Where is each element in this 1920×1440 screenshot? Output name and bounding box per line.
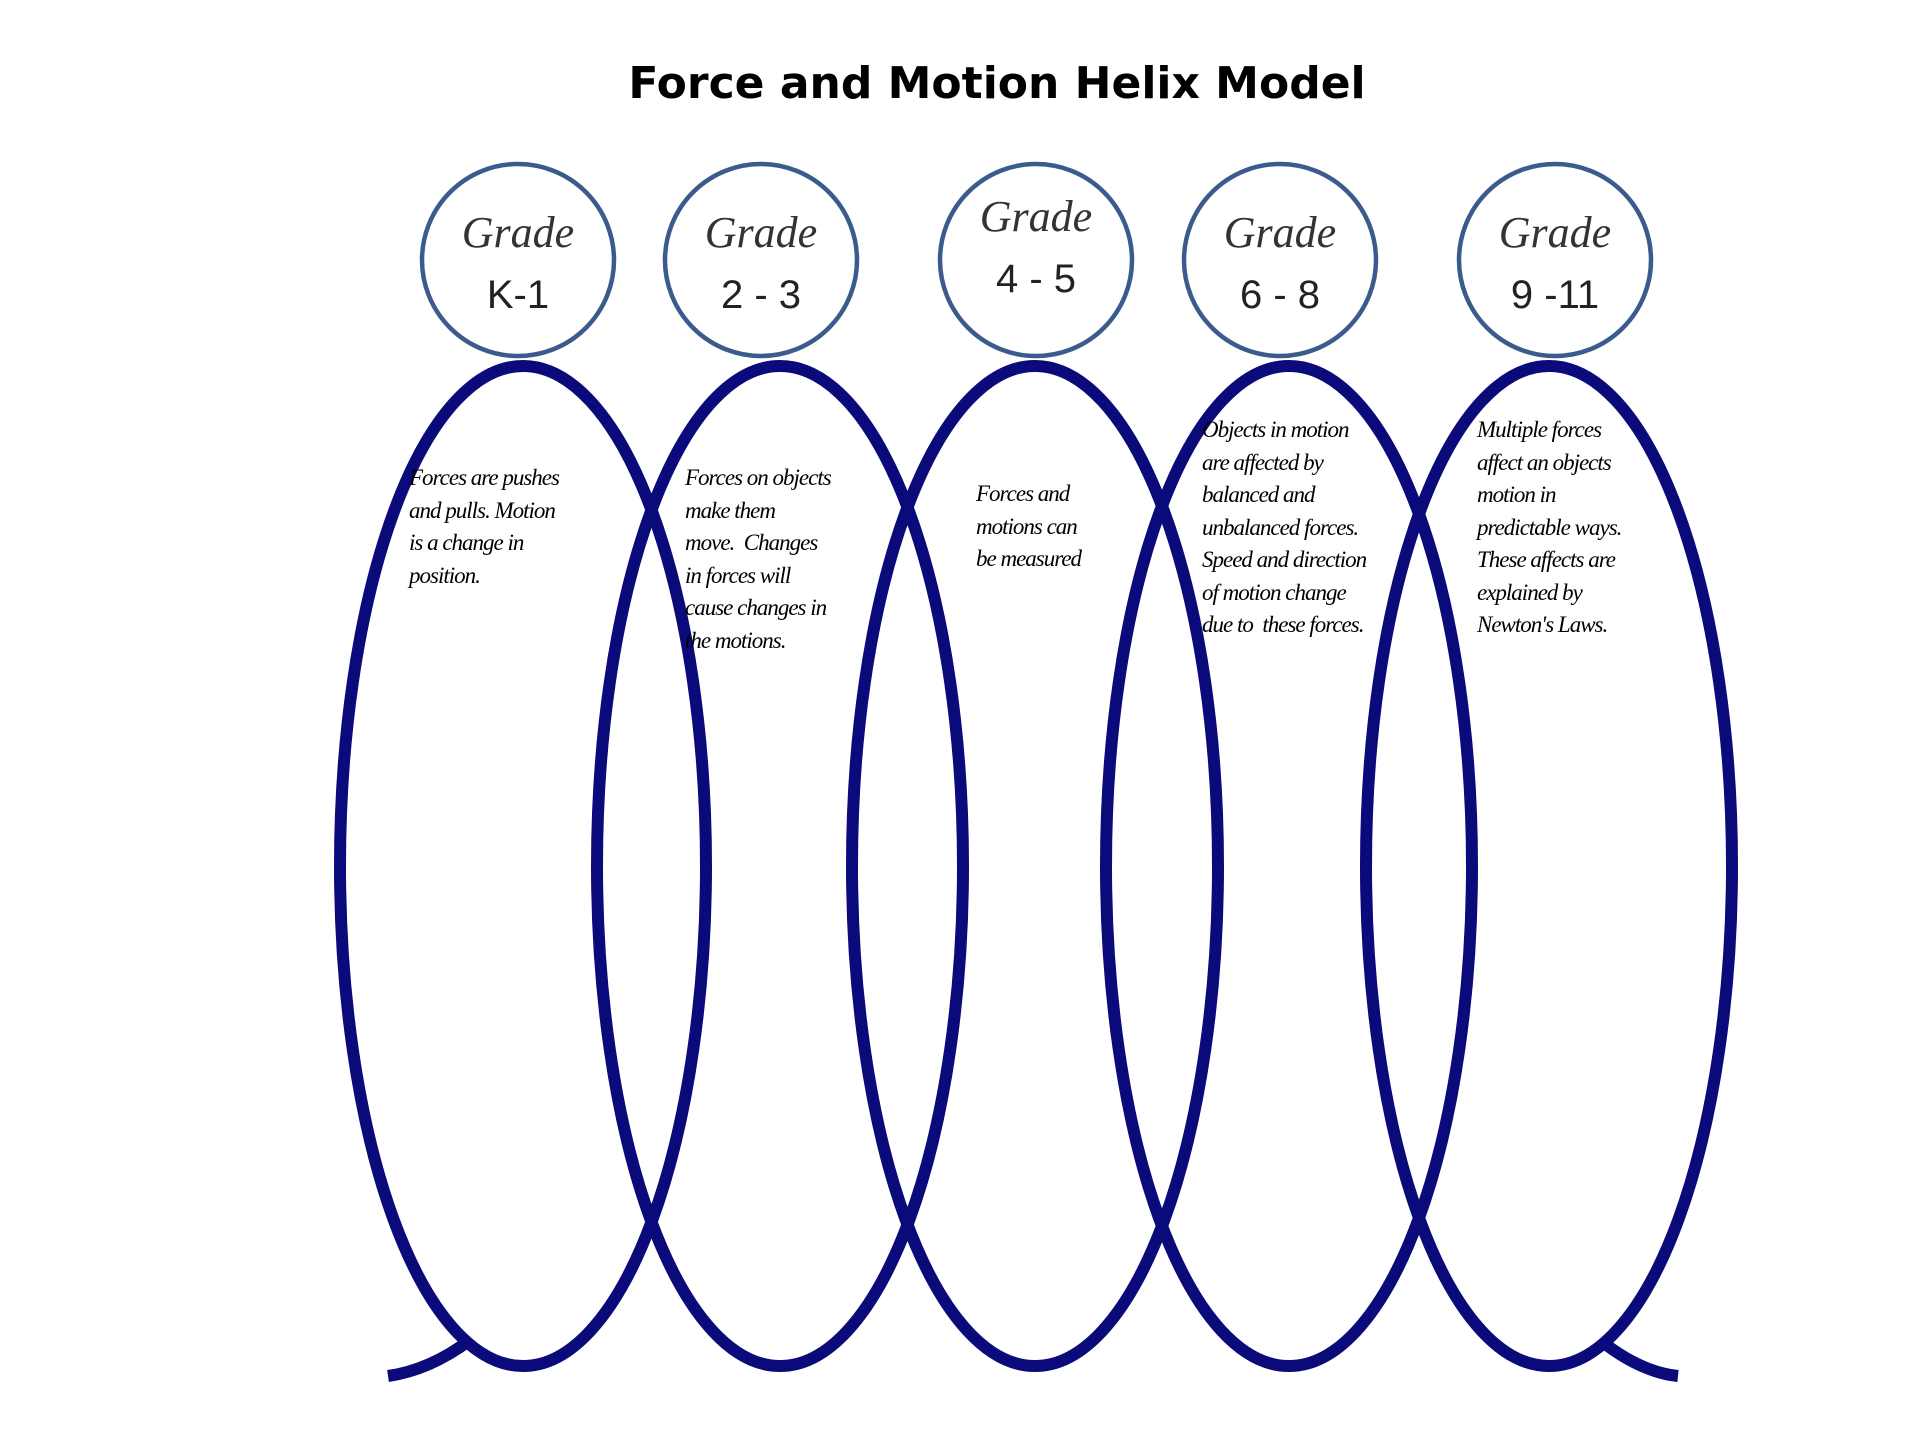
- grade-range: 6 - 8: [1239, 273, 1321, 317]
- grade-range: 9 -11: [1510, 273, 1600, 317]
- grade-label: Grade: [461, 208, 575, 257]
- grade-range: 4 - 5: [995, 257, 1077, 301]
- helix-loop-3: [846, 360, 1224, 1372]
- helix-tail-left: [387, 1335, 474, 1382]
- description-4-5: Forces and motions can be measured: [976, 481, 1082, 571]
- description-6-8: Objects in motion are affected by balanc…: [1202, 417, 1367, 637]
- grade-circle-5: [1456, 161, 1654, 359]
- grade-label: Grade: [1498, 208, 1612, 257]
- grade-label: Grade: [704, 208, 818, 257]
- helix-loop-5: [1360, 360, 1738, 1372]
- grade-badge-2-3: Grade 2 - 3: [664, 163, 858, 357]
- helix-loop-2: [591, 360, 969, 1372]
- diagram-title: Force and Motion Helix Model: [628, 58, 1366, 109]
- grade-label: Grade: [1223, 208, 1337, 257]
- grade-circle-4: [1181, 161, 1379, 359]
- grade-badge-9-11: Grade 9 -11: [1458, 163, 1652, 357]
- grade-label: Grade: [979, 192, 1093, 241]
- grade-circle-1: [419, 161, 617, 359]
- grade-circle-3: [937, 161, 1135, 359]
- description-9-11: Multiple forces affect an objects motion…: [1477, 417, 1622, 637]
- grade-circle-2: [662, 161, 860, 359]
- grade-range: 2 - 3: [720, 273, 802, 317]
- grade-badge-6-8: Grade 6 - 8: [1183, 163, 1377, 357]
- grade-badge-k-1: Grade K-1: [421, 163, 615, 357]
- description-k-1: Forces are pushes and pulls. Motion is a…: [409, 465, 560, 588]
- helix-loop-4: [1100, 360, 1478, 1372]
- grade-range: K-1: [486, 273, 550, 317]
- grade-badge-4-5: Grade 4 - 5: [939, 163, 1133, 357]
- helix-loop-1: [334, 360, 712, 1372]
- description-2-3: Forces on objects make them move. Change…: [685, 465, 832, 653]
- helix-tail-right: [1596, 1335, 1679, 1382]
